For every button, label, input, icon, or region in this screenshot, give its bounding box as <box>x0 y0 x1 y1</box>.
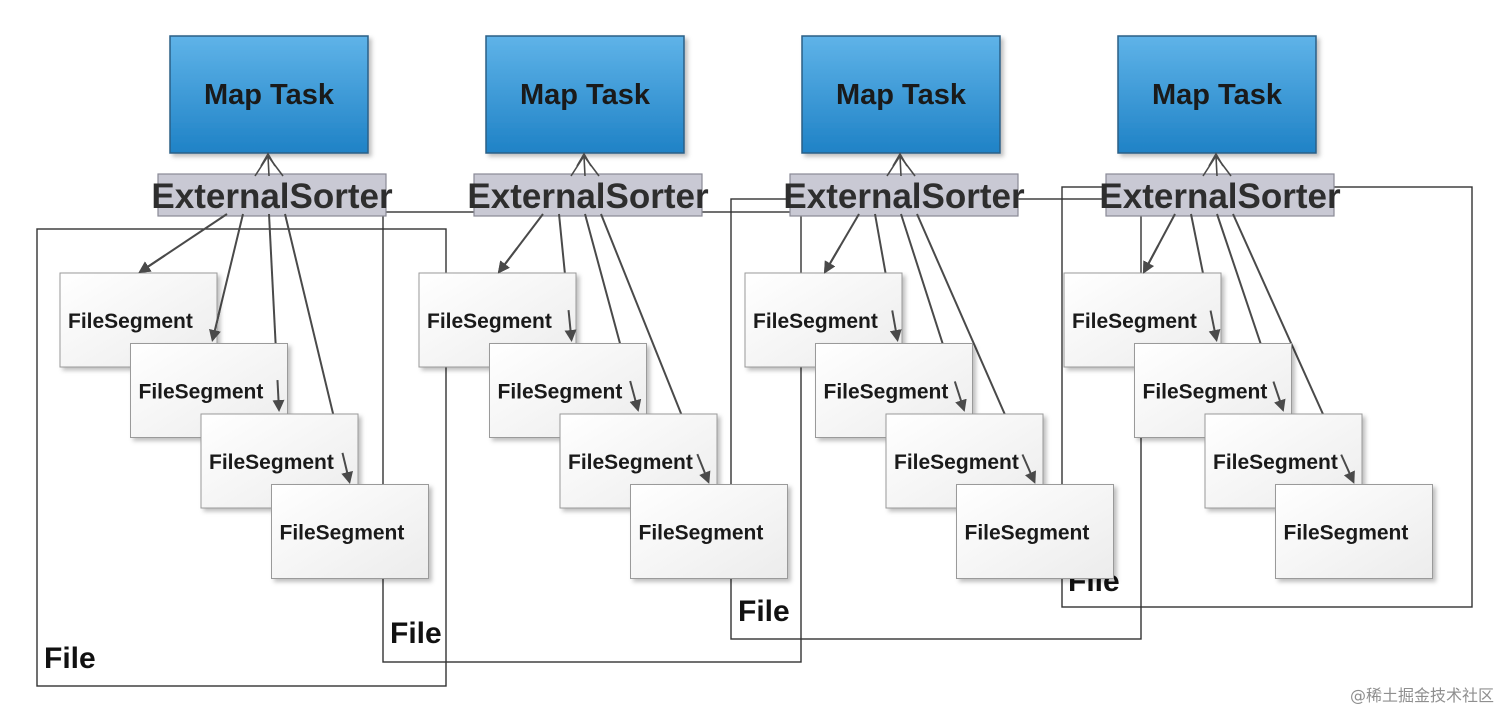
task-connector <box>267 155 270 177</box>
file-segment-label: FileSegment <box>139 381 264 404</box>
file-segment-box <box>1275 484 1433 579</box>
sort-arrow-tip <box>272 379 285 412</box>
sort-arrow-tip <box>953 381 967 412</box>
file-segment-label: FileSegment <box>965 522 1090 545</box>
map-task-label: Map Task <box>836 79 967 111</box>
sort-arrow-tip <box>1208 310 1221 342</box>
sort-arrow-tip <box>1143 245 1160 274</box>
file-segment-label: FileSegment <box>1213 451 1338 474</box>
file-segment-label: FileSegment <box>568 451 693 474</box>
file-segment-label: FileSegment <box>894 451 1019 474</box>
sort-arrow-tip <box>1021 454 1036 484</box>
sort-arrow-tip <box>341 452 353 484</box>
file-box <box>36 228 447 687</box>
task-arrowhead <box>892 152 908 167</box>
file-label: File <box>738 595 790 628</box>
file-segment-label: FileSegment <box>824 381 949 404</box>
file-segment-label: FileSegment <box>280 522 405 545</box>
map-column: Map TaskExternalSorterFileSegmentFileSeg… <box>418 35 788 579</box>
external-sorter-box <box>1105 173 1335 217</box>
task-arrowhead <box>1208 152 1224 167</box>
sort-arrow-tip <box>1272 381 1286 412</box>
map-task-box <box>801 35 1001 154</box>
task-arrowhead <box>260 152 276 167</box>
external-sorter-label: ExternalSorter <box>1099 177 1341 216</box>
file-segment-box <box>956 484 1114 579</box>
map-column: Map TaskExternalSorterFileSegmentFileSeg… <box>59 35 429 579</box>
sort-arrow-tip <box>209 310 221 342</box>
task-connector <box>583 155 586 177</box>
sort-arrow-tip <box>138 254 166 274</box>
file-segment-label: FileSegment <box>1284 522 1409 545</box>
map-column: Map TaskExternalSorterFileSegmentFileSeg… <box>744 35 1114 579</box>
task-connector <box>1215 155 1218 177</box>
file-segment-label: FileSegment <box>68 310 193 333</box>
file-segment-label: FileSegment <box>1143 381 1268 404</box>
file-segment-label: FileSegment <box>639 522 764 545</box>
map-task-box <box>485 35 685 154</box>
task-arrowhead <box>576 152 592 167</box>
file-segment-label: FileSegment <box>498 381 623 404</box>
external-sorter-box <box>473 173 703 217</box>
file-segment-label: FileSegment <box>753 310 878 333</box>
sort-arrow-tip <box>889 310 902 342</box>
sort-arrow-tip <box>823 245 842 274</box>
external-sorter-label: ExternalSorter <box>783 177 1025 216</box>
file-segment-box <box>271 484 429 579</box>
file-label: File <box>390 617 442 650</box>
file-label: File <box>44 642 96 675</box>
sort-arrow-tip <box>629 380 642 412</box>
external-sorter-label: ExternalSorter <box>151 177 393 216</box>
map-task-box <box>169 35 369 154</box>
external-sorter-box <box>157 173 387 217</box>
map-task-box <box>1117 35 1317 154</box>
map-task-label: Map Task <box>204 79 335 111</box>
watermark-text: @稀土掘金技术社区 <box>1350 686 1494 705</box>
task-connector <box>899 155 902 177</box>
file-segment-label: FileSegment <box>209 451 334 474</box>
map-columns: Map TaskExternalSorterFileSegmentFileSeg… <box>59 35 1433 579</box>
sort-arrow-tip <box>564 310 577 342</box>
external-sorter-box <box>789 173 1019 217</box>
sort-arrow-tip <box>696 453 711 484</box>
sort-arrow-tip <box>497 247 518 274</box>
map-task-label: Map Task <box>1152 79 1283 111</box>
file-segment-label: FileSegment <box>1072 310 1197 333</box>
sort-arrow-tip <box>1340 454 1355 484</box>
file-segment-label: FileSegment <box>427 310 552 333</box>
file-segment-box <box>630 484 788 579</box>
map-task-label: Map Task <box>520 79 651 111</box>
map-column: Map TaskExternalSorterFileSegmentFileSeg… <box>1063 35 1433 579</box>
external-sorter-label: ExternalSorter <box>467 177 709 216</box>
